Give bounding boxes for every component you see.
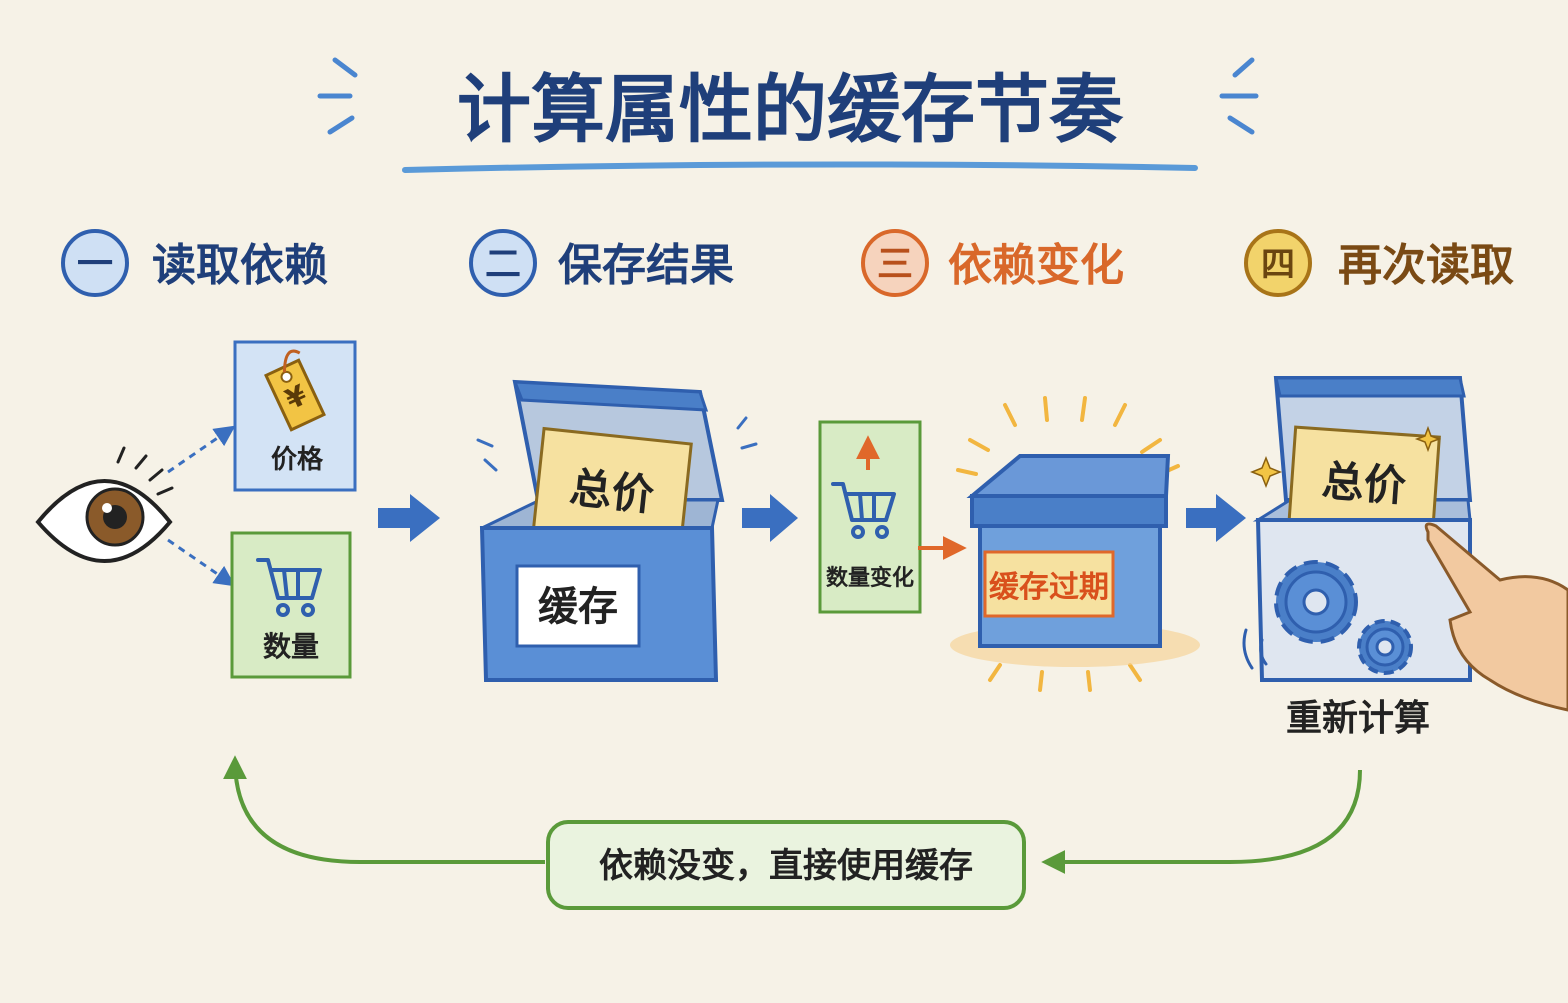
gear-large-icon [1274,560,1358,644]
cache-box: 总价 缓存 [476,379,758,682]
flow-arrow-2 [742,494,798,542]
step-header-3: 三 依赖变化 [861,229,1124,297]
step-1-badge [61,229,129,297]
loop-label-text: 依赖没变，直接使用缓存 [599,846,973,886]
price-card-label: 价格 [271,444,324,475]
recompute-label: 重新计算 [1286,698,1430,739]
price-card: ¥ 价格 [233,340,357,492]
step-header-4: 四 再次读取 [1244,229,1514,297]
recompute-box: 总价 重新计算 [1242,376,1473,739]
step-2-number: 二 [485,244,521,285]
loop-right-arrow [1041,769,1362,874]
flow-arrow-3 [1186,494,1246,542]
step-4-label: 再次读取 [1338,240,1514,291]
loop-label-box: 依赖没变，直接使用缓存 [546,820,1026,910]
step-3-badge [861,229,929,297]
eye-to-quantity-arrow [167,538,236,587]
step-2-label: 保存结果 [558,240,734,291]
title-sparkle-left [317,57,358,135]
step-4-number: 四 [1261,245,1295,285]
total-note-text: 总价 [568,463,657,521]
quantity-change-label: 数量变化 [826,565,914,591]
step-header-2: 二 保存结果 [469,229,734,297]
cache-box-label: 缓存 [538,584,618,630]
cart-change-icon [831,482,896,539]
quantity-change-card: 数量变化 [818,420,922,614]
title-sparkle-right [1219,57,1259,135]
expired-box-label: 缓存过期 [989,570,1109,605]
step-4-badge [1244,229,1312,297]
price-tag-icon: ¥ [264,349,326,432]
step-1-number: 一 [77,244,113,285]
loop-left-arrow [223,755,545,864]
quantity-card: 数量 [230,531,352,679]
star-sparkle-icon [1249,425,1442,489]
title-underline [402,161,1198,173]
expired-box: 缓存过期 [950,396,1200,692]
page-title: 计算属性的缓存节奏 [457,67,1124,153]
flow-arrow-1 [378,494,440,542]
gear-small-icon [1357,619,1413,675]
recompute-note-text: 总价 [1320,456,1407,511]
recompute-note: 总价 [1287,425,1441,539]
eye-icon [35,446,174,563]
sparkle-right-icon [736,416,758,450]
step-2-badge [469,229,537,297]
title-group: 计算属性的缓存节奏 [317,57,1259,173]
motion-lines-icon [1242,628,1268,670]
step-3-number: 三 [877,244,913,285]
pointing-hand-icon [1424,522,1568,712]
eye-to-price-arrow [167,425,236,474]
step-1-label: 读取依赖 [152,240,328,291]
step-3-label: 依赖变化 [948,240,1124,291]
cart-icon [256,558,322,617]
step-header-1: 一 读取依赖 [61,229,328,297]
sparkle-left-icon [476,438,498,472]
quantity-card-label: 数量 [263,630,319,663]
